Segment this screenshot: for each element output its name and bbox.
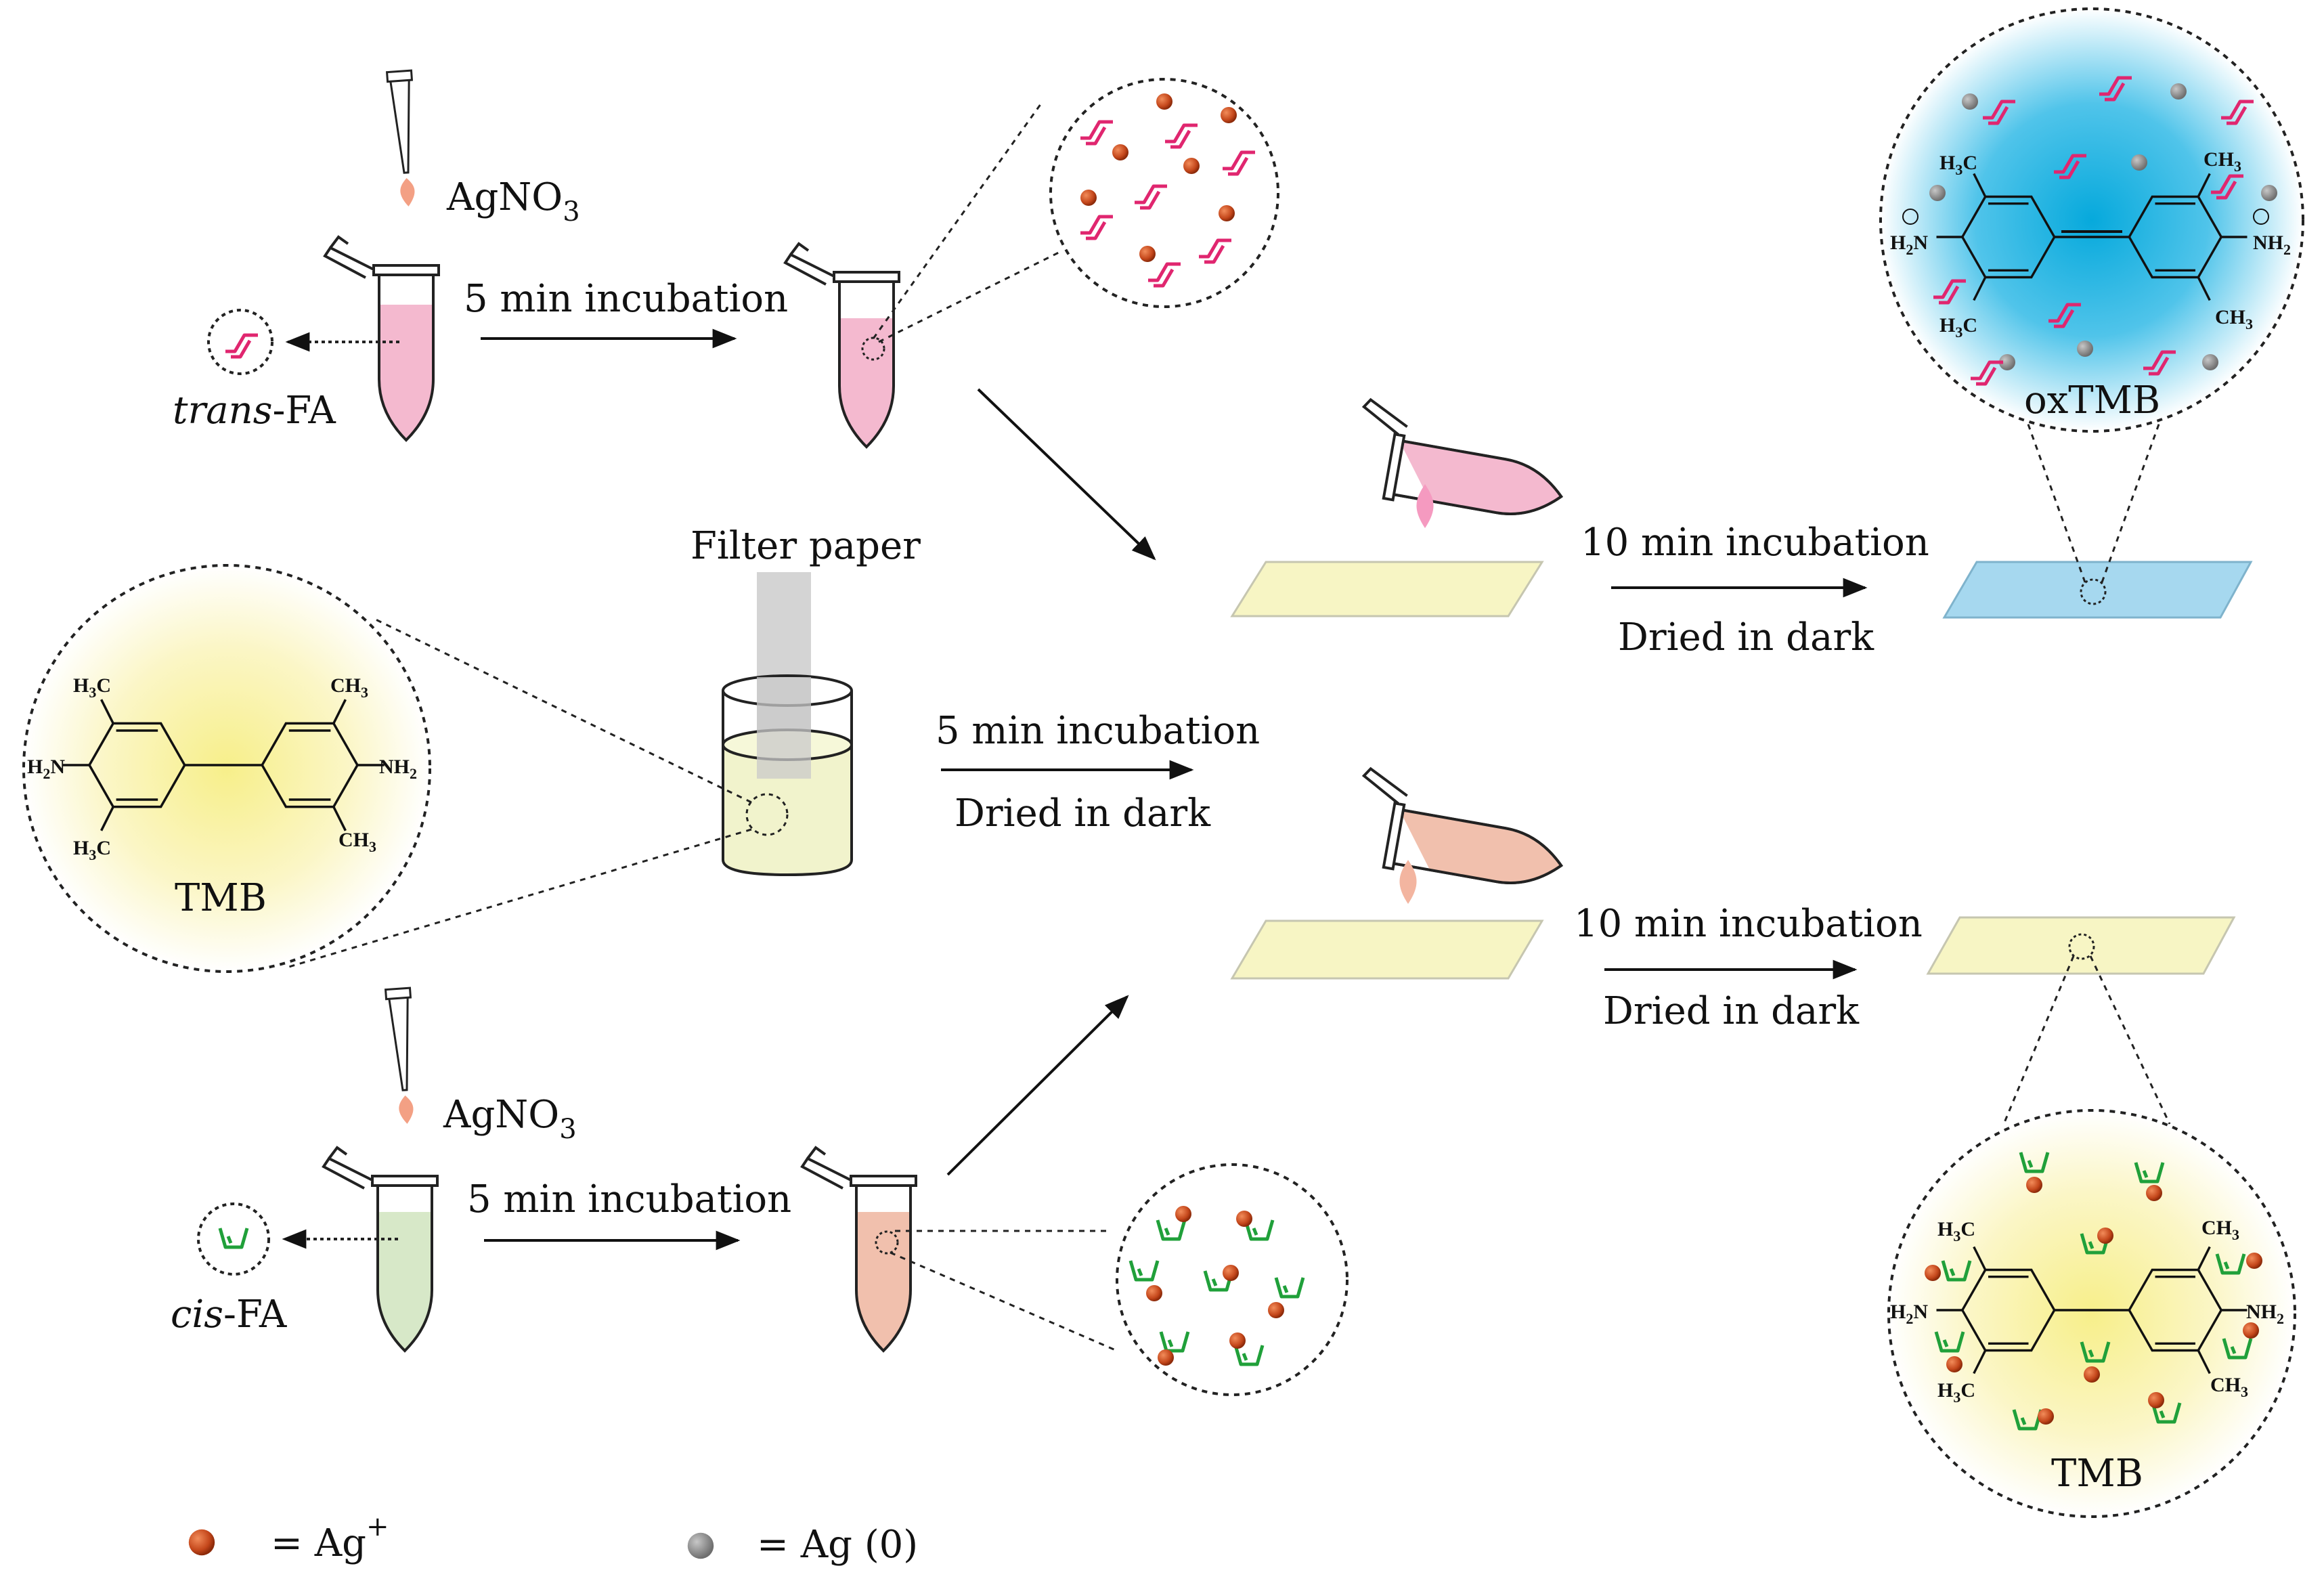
paper-strip-middle: [1230, 919, 1544, 980]
tmb-left-ch3-br: CH3: [338, 829, 376, 855]
legend-ag-zero-icon: [687, 1532, 714, 1559]
tmb-right-ch3-tr: CH3: [2201, 1217, 2239, 1243]
arrow-top-diagonal: [977, 388, 1156, 561]
paper-strip-yellow-result: [1926, 916, 2236, 975]
dried-right-bottom-label: Dried in dark: [1603, 989, 1860, 1033]
zoom-circle-trans-ag: [1049, 78, 1279, 308]
zoom-line-ox-2: [2101, 412, 2164, 583]
dried-middle-label: Dried in dark: [955, 792, 1211, 836]
pipette-bottom: [385, 986, 420, 1126]
cis-fa-label: cis-FA: [171, 1293, 287, 1337]
tmb-left-h3c-tl: H3C: [73, 674, 111, 701]
trans-fa-zoom-circle: [207, 309, 399, 375]
tmb-left-h2n: H2N: [27, 756, 65, 782]
tmb-right-nh2: NH2: [2246, 1301, 2284, 1327]
tmb-left-ch3-tr: CH3: [330, 674, 368, 701]
zoom-line-top-2: [872, 101, 1044, 339]
zoom-circle-cis-ag: [1116, 1163, 1349, 1396]
tmb-right-label: TMB: [2051, 1452, 2143, 1496]
tube-trans-fa: [324, 236, 440, 441]
oxtmb-ch3-tr: CH3: [2204, 148, 2241, 175]
dried-right-top-label: Dried in dark: [1618, 615, 1874, 659]
zoom-line-bottom-2: [890, 1251, 1118, 1352]
legend-ag-plus-text: = Ag+: [271, 1511, 389, 1565]
tmb-right-ch3-br: CH3: [2210, 1374, 2248, 1400]
tilted-tube-salmon: [1361, 766, 1563, 884]
paper-strip-blue: [1942, 561, 2253, 619]
zoom-line-top-1: [878, 249, 1064, 343]
paper-strip-top: [1230, 561, 1544, 617]
tmb-left-nh2: NH2: [379, 756, 417, 782]
tmb-right-h3c-bl: H3C: [1937, 1379, 1975, 1406]
tube-cis-fa: [322, 1146, 439, 1352]
tmb-zoom-circle: H3C CH3 H2N NH2 H3C CH3 TMB: [22, 564, 431, 973]
tmb-left-h3c-bl: H3C: [73, 837, 111, 863]
arrow-bottom-diagonal: [946, 995, 1129, 1176]
tmb-left-label: TMB: [175, 876, 267, 920]
agno3-top-label: AgNO3: [446, 175, 580, 227]
zoom-line-tmb-r-2: [2089, 955, 2171, 1125]
trans-fa-label: trans-FA: [173, 389, 336, 433]
oxtmb-ch3-br: CH3: [2215, 306, 2253, 332]
oxtmb-zoom-circle: H3C CH3 H2N NH2 H3C CH3 oxTMB: [1879, 7, 2304, 433]
legend-ag-zero-text: = Ag (0): [757, 1523, 918, 1567]
incubation-bottom-label: 5 min incubation: [467, 1177, 791, 1221]
tube-trans-fa-ag: [784, 242, 900, 448]
zoom-line-tmb-2: [284, 828, 752, 970]
legend: = Ag+ = Ag (0): [188, 1511, 918, 1567]
cis-fa-zoom-circle: [197, 1202, 398, 1276]
incubation-right-bottom-label: 10 min incubation: [1574, 902, 1923, 946]
zoom-line-ox-1: [2023, 412, 2086, 583]
oxtmb-h3c-bl: H3C: [1939, 314, 1977, 341]
beaker: [722, 572, 853, 877]
tilted-tube-pink: [1361, 397, 1563, 515]
pipette-top: [386, 69, 422, 209]
incubation-middle-label: 5 min incubation: [936, 709, 1260, 753]
oxtmb-label: oxTMB: [2024, 378, 2160, 422]
legend-ag-plus-icon: [188, 1529, 215, 1556]
tmb-right-zoom-circle: H3C CH3 H2N NH2 H3C CH3 TMB: [1887, 1109, 2296, 1518]
oxtmb-nh2: NH2: [2253, 232, 2291, 258]
incubation-right-top-label: 10 min incubation: [1581, 521, 1929, 565]
zoom-line-tmb-1: [375, 618, 752, 804]
tmb-right-h3c-tl: H3C: [1937, 1218, 1975, 1244]
zoom-line-tmb-r-1: [2002, 955, 2075, 1125]
agno3-bottom-label: AgNO3: [443, 1093, 577, 1145]
drop-salmon: [1399, 860, 1417, 904]
incubation-top-label: 5 min incubation: [464, 277, 788, 321]
tube-cis-fa-ag: [801, 1146, 917, 1352]
drop-pink: [1416, 484, 1434, 528]
oxtmb-h3c-tl: H3C: [1939, 152, 1977, 178]
tmb-right-h2n: H2N: [1890, 1301, 1928, 1327]
oxtmb-h2n: H2N: [1890, 232, 1928, 258]
filter-paper-label: Filter paper: [690, 524, 921, 568]
